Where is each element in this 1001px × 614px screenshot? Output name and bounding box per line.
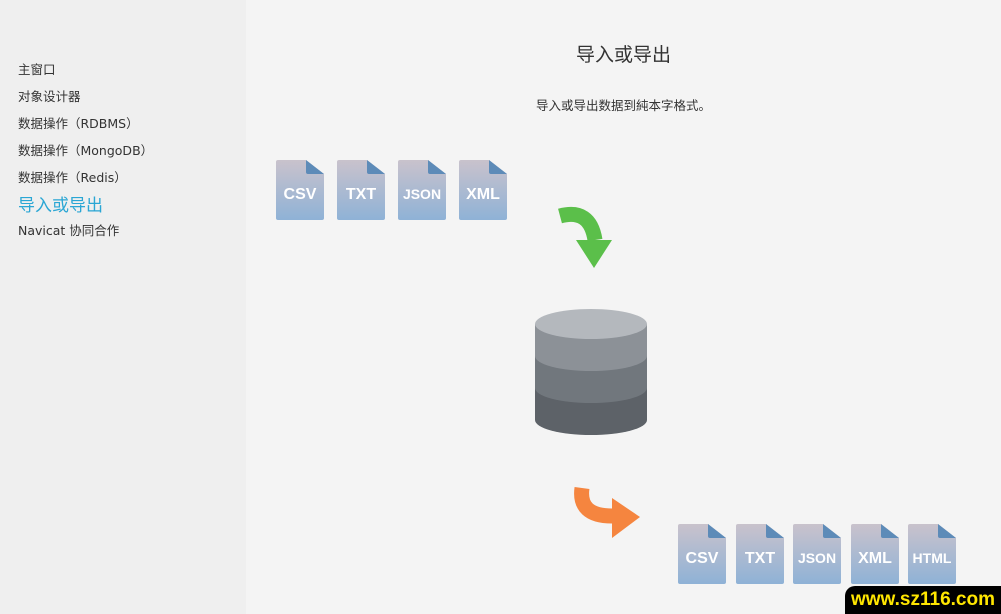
svg-text:CSV: CSV [284,186,317,203]
nav-object-designer[interactable]: 对象设计器 [18,89,81,104]
file-json-icon: JSON [398,160,446,220]
file-csv-icon: CSV [276,160,324,220]
file-xml-icon: XML [850,524,899,584]
import-arrow-icon [558,207,612,268]
file-txt-icon: TXT [337,160,385,220]
watermark: www.sz116.com [845,586,1001,614]
svg-text:JSON: JSON [798,550,836,566]
file-json-icon: JSON [793,524,841,584]
page-title: 导入或导出 [575,44,671,66]
file-csv-icon: CSV [678,524,726,584]
nav-data-redis[interactable]: 数据操作（Redis） [18,170,127,185]
svg-text:XML: XML [858,550,892,567]
file-txt-icon: TXT [735,524,784,584]
sidebar: 主窗口 对象设计器 数据操作（RDBMS） 数据操作（MongoDB） 数据操作… [0,0,246,614]
file-html-icon: HTML [908,524,956,584]
svg-text:JSON: JSON [403,186,441,202]
nav-import-export[interactable]: 导入或导出 [18,196,103,216]
nav-data-rdbms[interactable]: 数据操作（RDBMS） [18,116,139,131]
database-icon [535,309,647,435]
nav-collaboration[interactable]: Navicat 协同合作 [18,223,120,238]
svg-text:TXT: TXT [346,186,376,203]
svg-text:XML: XML [466,186,500,203]
file-xml-icon: XML [459,160,507,220]
svg-text:CSV: CSV [686,550,719,567]
svg-text:TXT: TXT [744,550,774,567]
nav-main-window[interactable]: 主窗口 [18,62,56,77]
export-arrow-icon [574,486,640,538]
svg-text:HTML: HTML [913,550,952,566]
page-subtitle: 导入或导出数据到純本字格式。 [535,98,711,113]
nav-data-mongodb[interactable]: 数据操作（MongoDB） [18,143,154,158]
